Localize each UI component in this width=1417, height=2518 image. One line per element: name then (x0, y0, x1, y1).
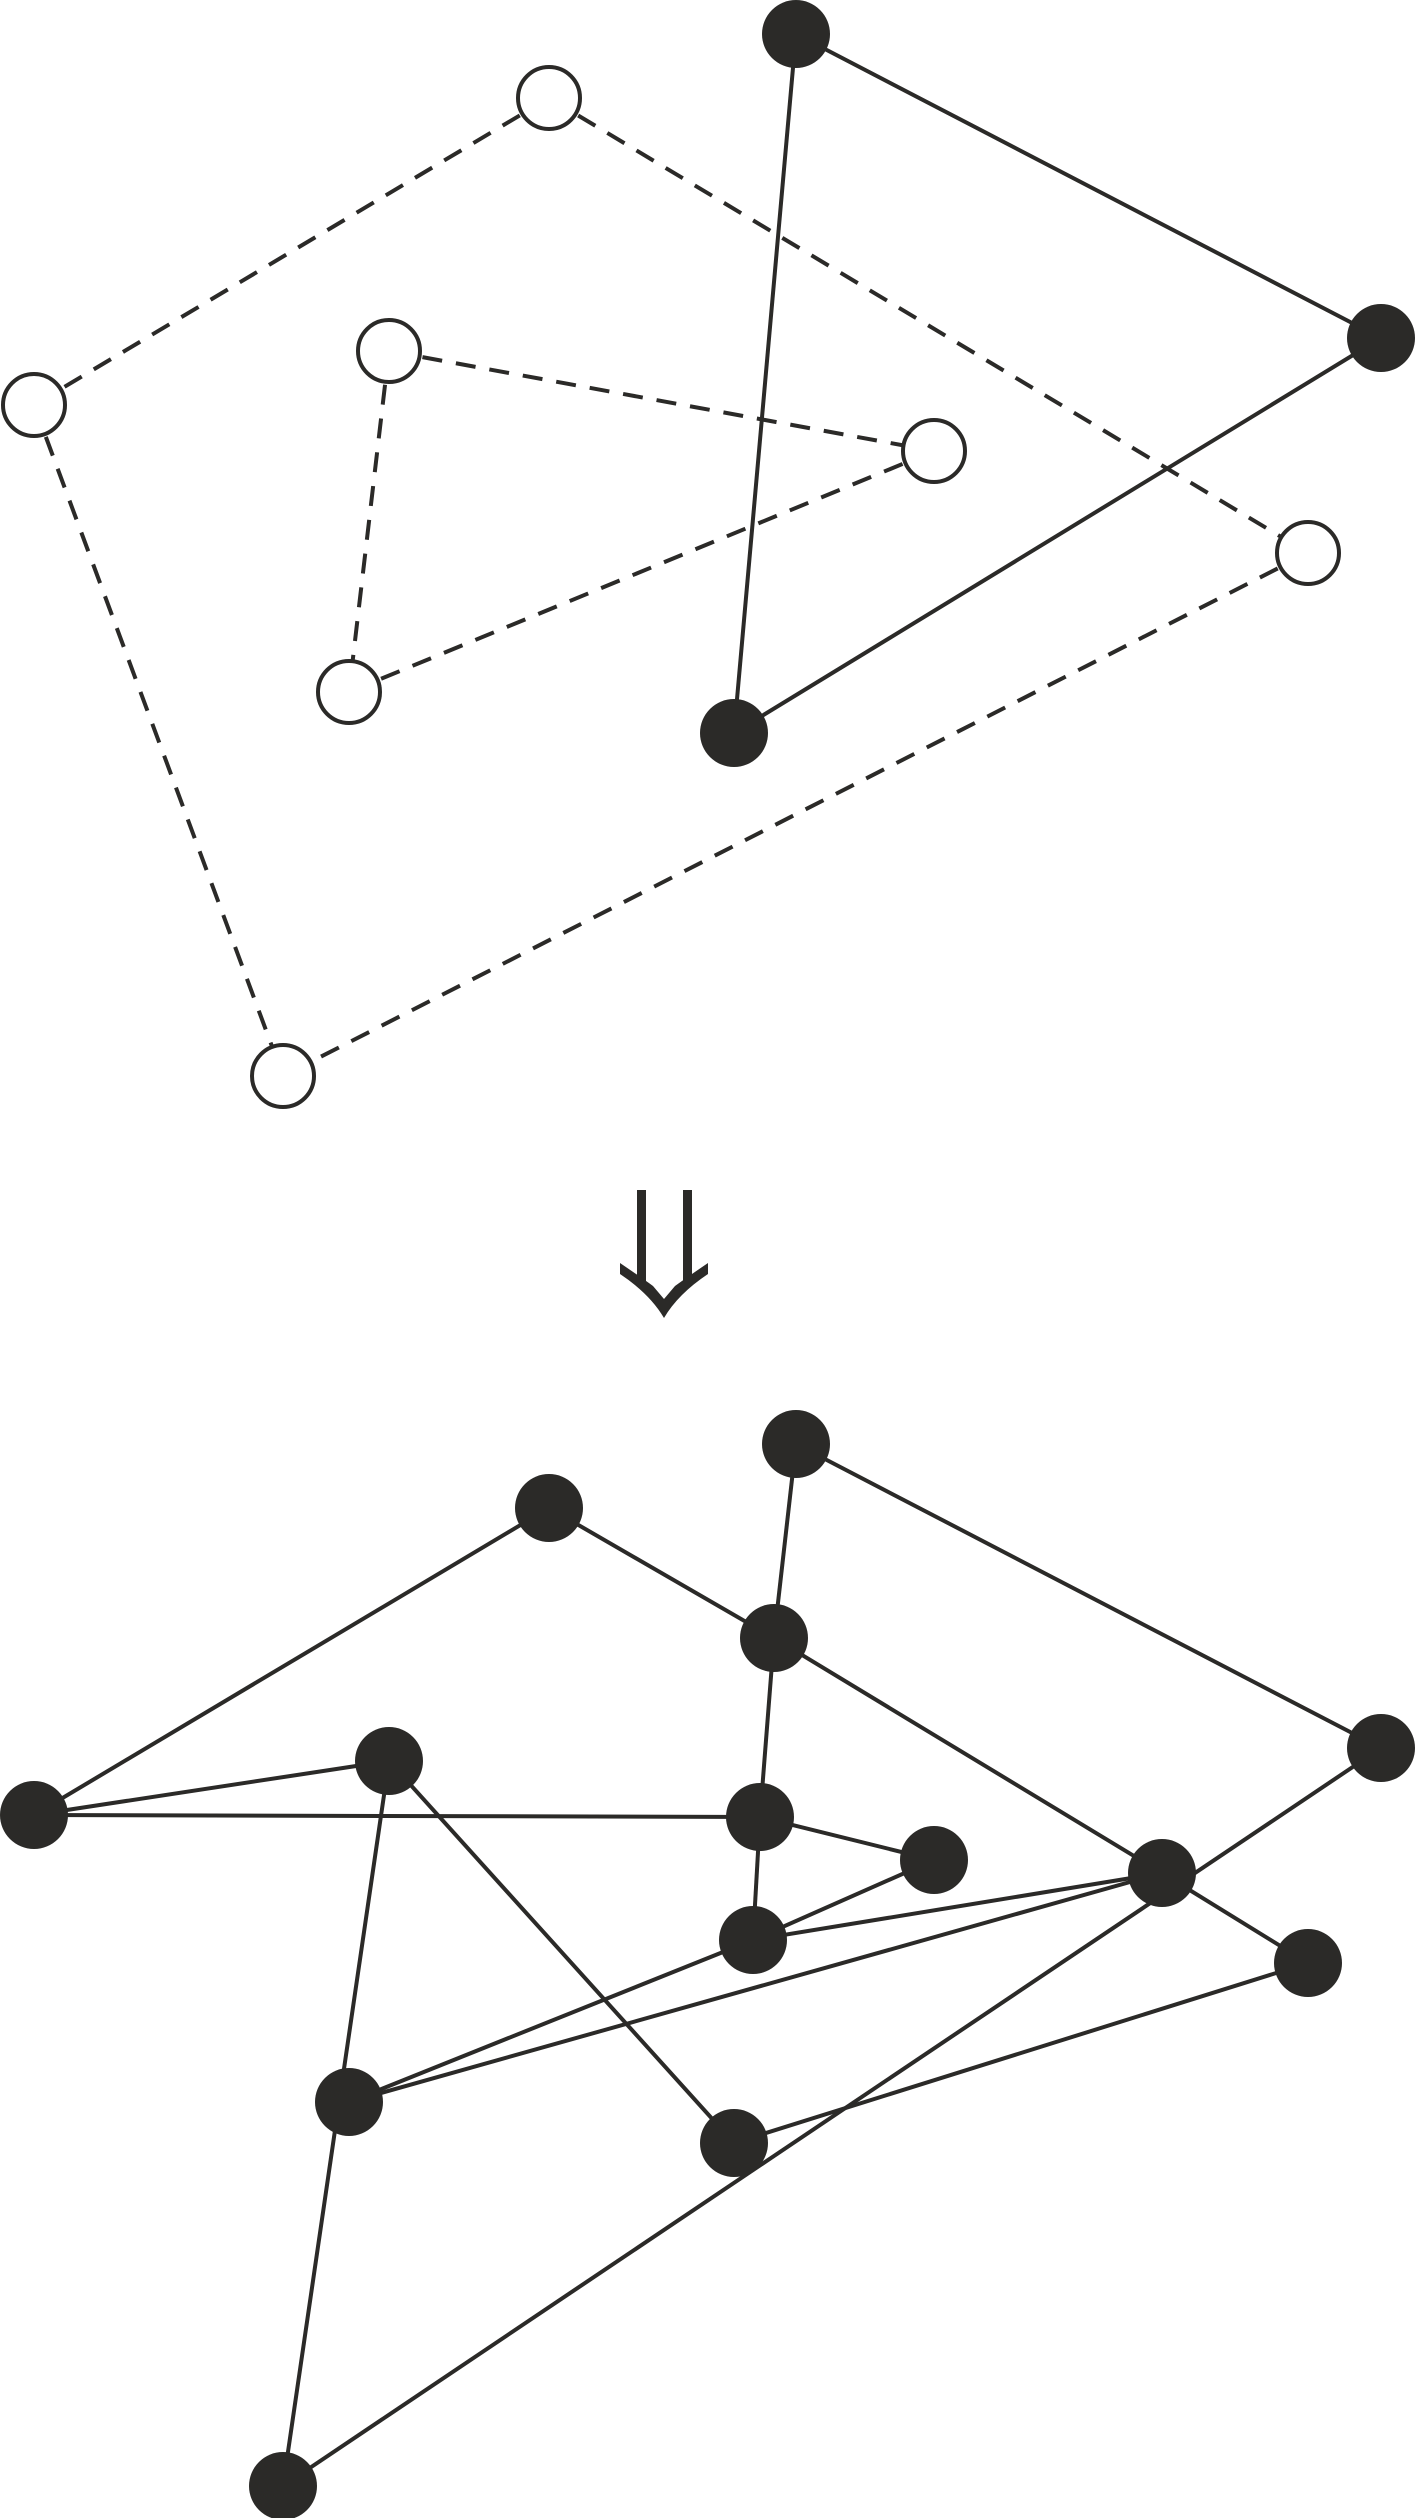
top-edge-t4-t10-dashed (32, 404, 285, 1077)
bottom-graph-edges (32, 1442, 1383, 2488)
bottom-node-b9-filled (719, 1906, 787, 1974)
double-down-arrow-icon (620, 1190, 708, 1318)
top-graph-nodes (1, 0, 1415, 1109)
top-edge-t2-t4-dashed (32, 96, 551, 407)
top-node-t2-hollow (516, 65, 582, 131)
bottom-node-b5-filled (1347, 1714, 1415, 1782)
bottom-node-b2-filled (515, 1474, 583, 1542)
bottom-node-b7-filled (726, 1783, 794, 1851)
top-node-t6-hollow (901, 418, 967, 484)
bottom-node-b12-filled (315, 2068, 383, 2136)
top-edge-t5-t8-dashed (347, 350, 391, 693)
top-node-t4-hollow (1, 372, 67, 438)
bottom-node-b1-filled (762, 1410, 830, 1478)
bottom-edge-b4-b7 (33, 1813, 761, 1819)
top-node-t9-filled (700, 699, 768, 767)
arrow-right-shaft (683, 1190, 692, 1282)
arrow-left-shaft (637, 1190, 646, 1282)
top-edge-t6-t8-dashed (348, 449, 935, 694)
bottom-edge-b9-b12 (348, 1938, 754, 2104)
bottom-edge-b2-b4 (32, 1506, 551, 1817)
top-node-t1-filled (762, 0, 830, 68)
bottom-node-b4-filled (0, 1781, 68, 1849)
top-node-t3-filled (1347, 304, 1415, 372)
top-edge-t1-t3 (795, 32, 1382, 340)
top-edge-t7-t10-dashed (282, 551, 1309, 1078)
bottom-edge-b5-b14 (281, 1746, 1383, 2488)
top-node-t7-hollow (1275, 520, 1341, 586)
bottom-node-b10-filled (1128, 1839, 1196, 1907)
top-node-t8-hollow (316, 659, 382, 725)
top-edge-t1-t9 (732, 33, 798, 734)
bottom-edge-b9-b10 (752, 1871, 1163, 1942)
bottom-edge-b4-b6 (33, 1759, 390, 1817)
bottom-node-b3-filled (740, 1604, 808, 1672)
top-edge-t2-t7-dashed (547, 96, 1310, 555)
bottom-node-b11-filled (1274, 1929, 1342, 1997)
bottom-node-b14-filled (249, 2452, 317, 2518)
arrow-head (620, 1263, 708, 1318)
bottom-edge-b6-b13 (387, 1759, 736, 2145)
bottom-edge-b1-b5 (795, 1442, 1382, 1750)
bottom-edge-b13-b11 (733, 1961, 1309, 2145)
bottom-edge-b10-b12 (348, 1871, 1163, 2104)
bottom-edge-b3-b10 (772, 1636, 1164, 1875)
bottom-node-b6-filled (355, 1727, 423, 1795)
bottom-node-b13-filled (700, 2109, 768, 2177)
bottom-edge-b2-b3 (547, 1506, 776, 1640)
top-node-t10-hollow (250, 1043, 316, 1109)
top-edge-t3-t9 (732, 336, 1383, 735)
bottom-node-b8-filled (900, 1826, 968, 1894)
top-graph-edges (32, 32, 1383, 1078)
bottom-graph-nodes (0, 1410, 1415, 2518)
top-edge-t5-t6-dashed (388, 349, 935, 453)
top-node-t5-hollow (356, 318, 422, 384)
